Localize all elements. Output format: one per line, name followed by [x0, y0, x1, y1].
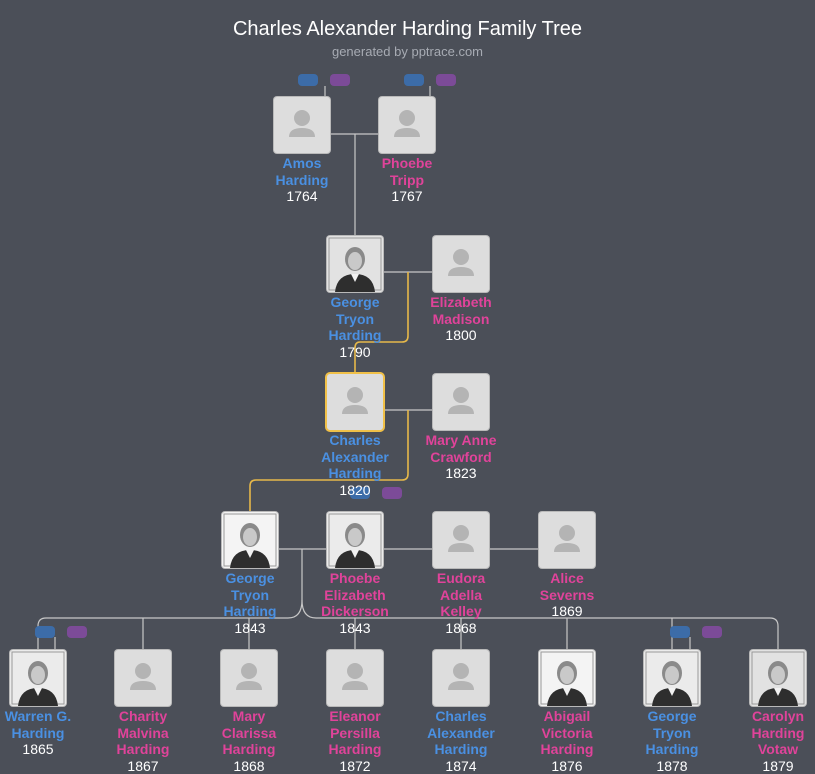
person-birth-year: 1868 — [445, 619, 477, 636]
person-birth-year: 1843 — [339, 619, 371, 636]
person-birth-year: 1820 — [339, 481, 371, 498]
person-birth-year: 1879 — [762, 757, 794, 774]
placeholder-avatar-icon[interactable] — [433, 236, 489, 292]
person-birth-year: 1767 — [391, 188, 423, 204]
placeholder-avatar-icon[interactable] — [433, 374, 489, 430]
portrait-photo[interactable] — [327, 512, 383, 568]
page-subtitle: generated by pptrace.com — [331, 44, 484, 59]
placeholder-avatar-icon[interactable] — [221, 650, 277, 706]
page-title: Charles Alexander Harding Family Tree — [232, 18, 583, 40]
relation-pill — [350, 487, 370, 499]
relation-pill — [404, 74, 424, 86]
person-birth-year: 1872 — [339, 757, 371, 774]
person-birth-year: 1868 — [233, 757, 265, 774]
portrait-photo[interactable] — [222, 512, 278, 568]
placeholder-avatar-icon[interactable] — [274, 97, 330, 153]
relation-pill — [670, 626, 690, 638]
person-birth-year: 1823 — [445, 465, 477, 481]
person-birth-year: 1874 — [445, 757, 477, 774]
relation-pill — [382, 487, 402, 499]
portrait-photo[interactable] — [10, 650, 66, 706]
placeholder-avatar-icon[interactable] — [327, 650, 383, 706]
placeholder-avatar-icon[interactable] — [115, 650, 171, 706]
relation-pill — [702, 626, 722, 638]
portrait-photo[interactable] — [539, 650, 595, 706]
person-birth-year: 1764 — [286, 188, 318, 204]
person-birth-year: 1843 — [234, 619, 266, 636]
relation-pill — [35, 626, 55, 638]
placeholder-avatar-icon[interactable] — [379, 97, 435, 153]
person-birth-year: 1790 — [339, 343, 371, 360]
relation-pill — [330, 74, 350, 86]
person-birth-year: 1876 — [551, 757, 583, 774]
person-birth-year: 1800 — [445, 327, 477, 343]
portrait-photo[interactable] — [644, 650, 700, 706]
person-birth-year: 1869 — [551, 603, 583, 619]
portrait-photo[interactable] — [750, 650, 806, 706]
relation-pill — [67, 626, 87, 638]
relation-pill — [298, 74, 318, 86]
person-birth-year: 1865 — [22, 741, 54, 757]
person-birth-year: 1867 — [127, 757, 159, 774]
placeholder-avatar-icon[interactable] — [433, 650, 489, 706]
person-birth-year: 1878 — [656, 757, 688, 774]
person-name[interactable]: Warren G.Harding — [4, 708, 72, 741]
placeholder-avatar-icon[interactable] — [327, 374, 383, 430]
relation-pill — [436, 74, 456, 86]
portrait-photo[interactable] — [327, 236, 383, 292]
placeholder-avatar-icon[interactable] — [539, 512, 595, 568]
placeholder-avatar-icon[interactable] — [433, 512, 489, 568]
